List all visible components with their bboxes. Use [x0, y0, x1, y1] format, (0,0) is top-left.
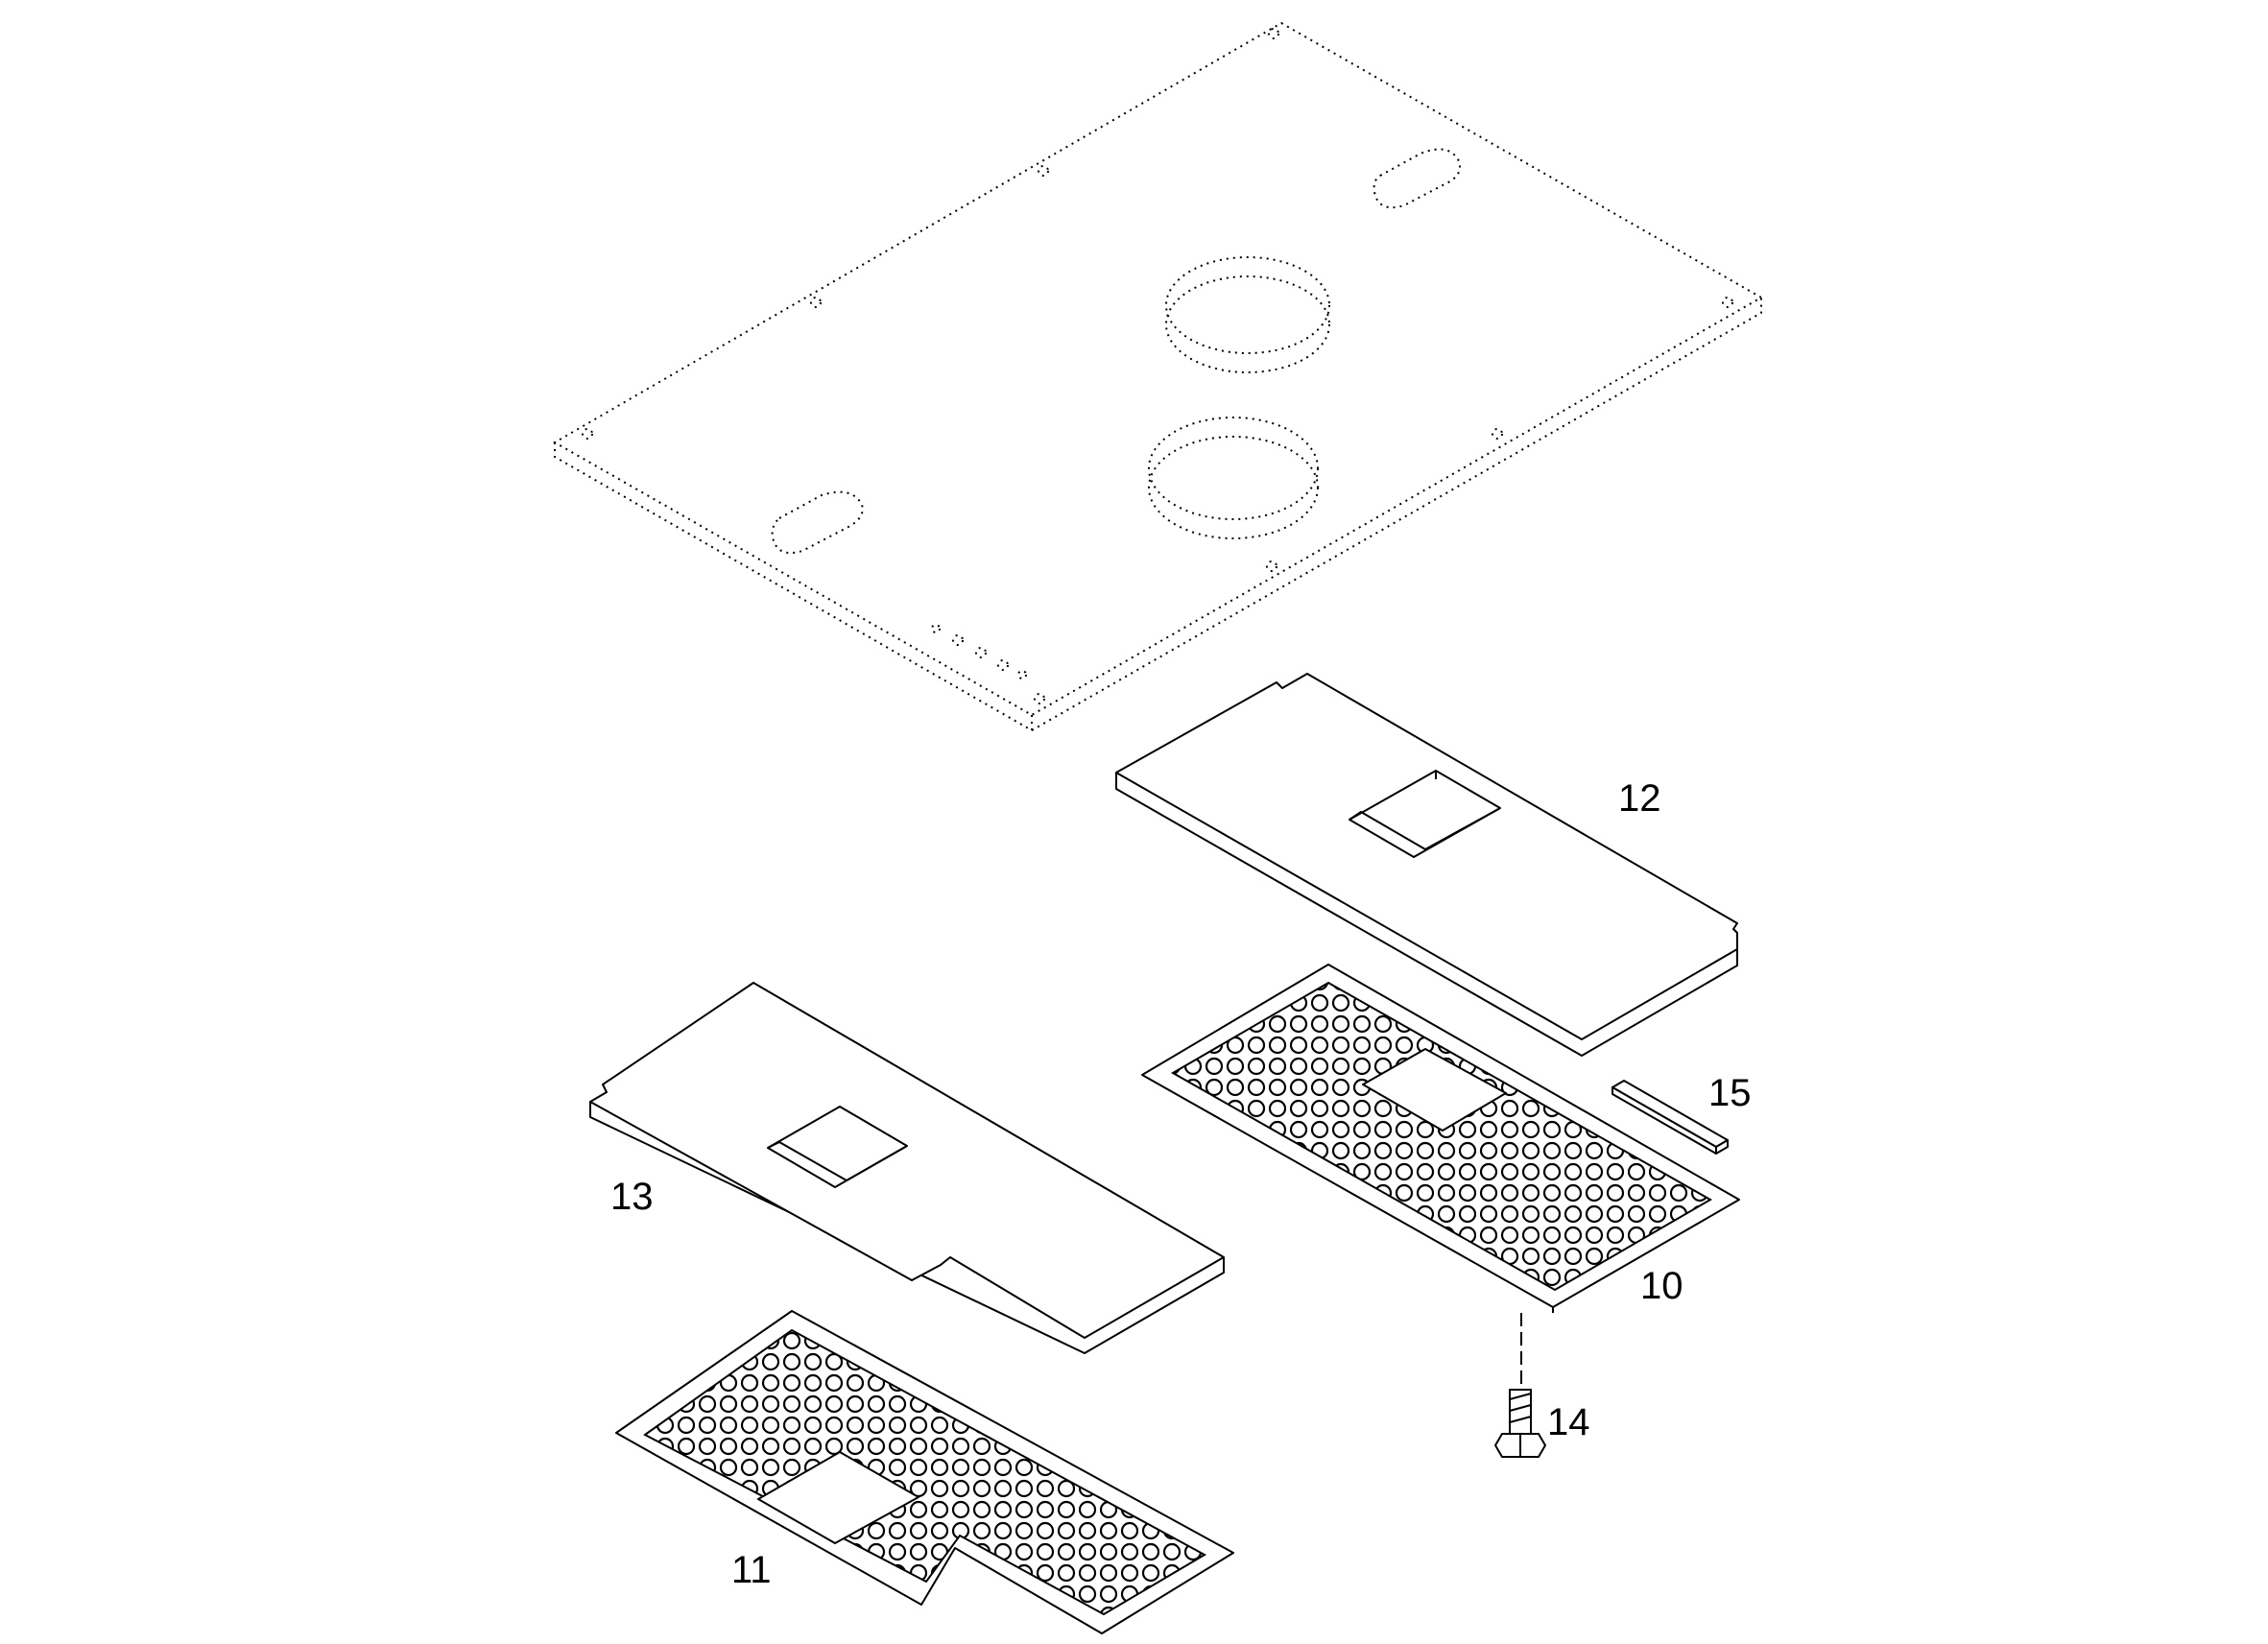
callout-15: 15 — [1708, 1072, 1752, 1114]
part-13-foam-pad — [589, 982, 1225, 1354]
callout-13: 13 — [610, 1176, 654, 1218]
callout-14: 14 — [1547, 1401, 1590, 1443]
callout-12: 12 — [1618, 777, 1661, 820]
part-10-perforated-grille — [1141, 964, 1740, 1313]
mounting-holes — [582, 28, 1733, 704]
part-14-screw — [1494, 1313, 1546, 1458]
part-12-foam-pad — [1115, 673, 1738, 1057]
part-15-strip — [1611, 1080, 1729, 1155]
part-11-perforated-grille — [615, 1310, 1234, 1634]
top-enclosure-panel — [552, 21, 1764, 732]
callout-11: 11 — [731, 1549, 772, 1591]
callout-10: 10 — [1640, 1265, 1683, 1307]
